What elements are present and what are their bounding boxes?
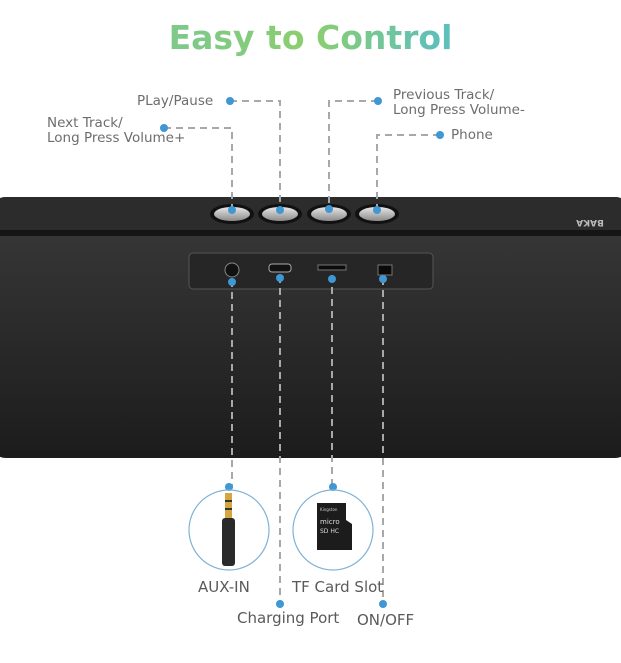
power-switch [377, 264, 393, 276]
svg-text:micro: micro [320, 518, 340, 526]
speaker-body: BAKA [0, 197, 621, 458]
aux-port [224, 262, 240, 278]
label-phone: Phone [451, 127, 493, 143]
label-on-off: ON/OFF [357, 611, 415, 629]
microsd-card-icon: Kingston micro SD HC [292, 489, 374, 571]
control-buttons [210, 204, 399, 224]
label-charging-port: Charging Port [237, 609, 340, 627]
label-next-track-1: Next Track/ [47, 115, 123, 131]
svg-text:Kingston: Kingston [320, 507, 338, 512]
label-aux-in: AUX-IN [198, 578, 250, 596]
label-previous-track-2: Long Press Volume- [393, 102, 525, 118]
port-panel [188, 252, 434, 290]
label-play-pause: PLay/Pause [137, 93, 214, 109]
usb-port [268, 263, 292, 273]
callout-lines [164, 100, 440, 604]
page-title: Easy to Control [0, 18, 621, 57]
label-tf-card-slot: TF Card Slot [292, 578, 384, 596]
brand-logo: BAKA [576, 217, 604, 227]
previous-track-button [311, 207, 347, 221]
aux-jack-icon [188, 489, 270, 571]
svg-text:SD HC: SD HC [320, 528, 339, 535]
callout-dots [160, 97, 444, 608]
tf-slot [317, 264, 347, 271]
label-previous-track-1: Previous Track/ [393, 87, 495, 103]
label-next-track-2: Long Press Volume+ [47, 130, 186, 146]
